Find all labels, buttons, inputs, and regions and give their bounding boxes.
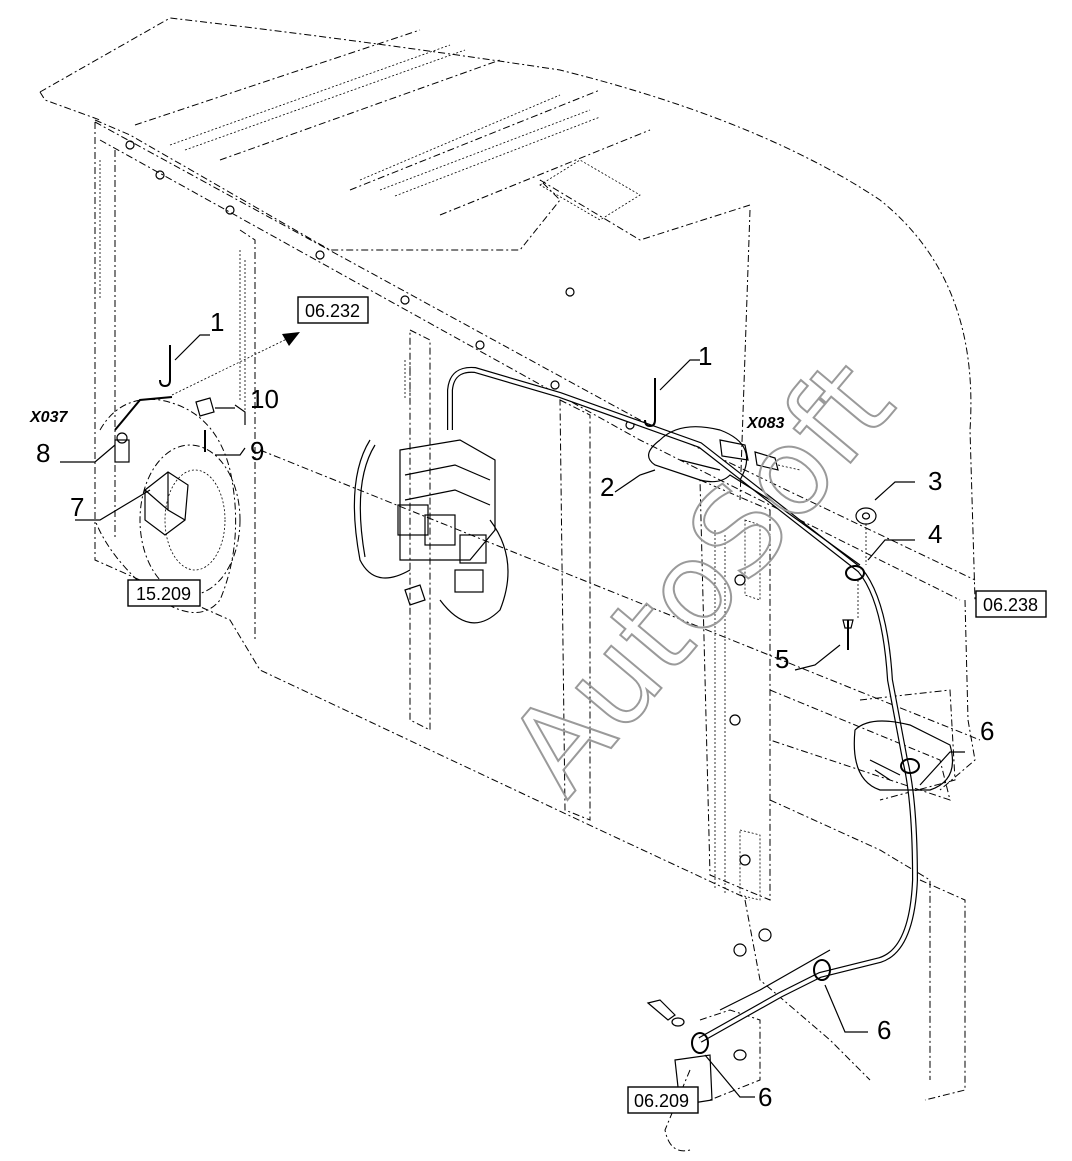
svg-text:06.238: 06.238: [983, 595, 1038, 615]
part-label-6-upper: 6: [980, 716, 994, 746]
connector-label-x037: X037: [29, 409, 68, 426]
part-label-7: 7: [70, 492, 84, 522]
ref-box-06-232[interactable]: 06.232: [297, 296, 369, 324]
ref-box-06-238[interactable]: 06.238: [975, 590, 1047, 618]
part-label-8: 8: [36, 438, 50, 468]
part-label-1-left: 1: [210, 307, 224, 337]
connector-label-x083: X083: [746, 415, 784, 432]
leader-lines: [60, 332, 965, 1098]
part-label-3: 3: [928, 466, 942, 496]
small-parts: [114, 345, 877, 650]
svg-text:06.232: 06.232: [305, 301, 360, 321]
part-label-9: 9: [250, 436, 264, 466]
svg-text:06.209: 06.209: [634, 1091, 689, 1111]
part-label-4: 4: [928, 519, 942, 549]
part-label-10: 10: [250, 384, 279, 414]
machine-body-outline: [39, 17, 981, 1152]
valve-block-assembly: [353, 439, 509, 624]
ref-box-06-209[interactable]: 06.209: [627, 1086, 699, 1114]
arrow-head-icon: [282, 332, 300, 346]
hydraulic-hose: [447, 366, 862, 573]
part-label-6-middle: 6: [877, 1015, 891, 1045]
part-label-5: 5: [775, 644, 789, 674]
part-label-2: 2: [600, 472, 614, 502]
part-label-1-right: 1: [698, 341, 712, 371]
ref-box-15-209[interactable]: 15.209: [127, 579, 201, 607]
svg-text:15.209: 15.209: [136, 584, 191, 604]
part-label-6-lower: 6: [758, 1082, 772, 1112]
